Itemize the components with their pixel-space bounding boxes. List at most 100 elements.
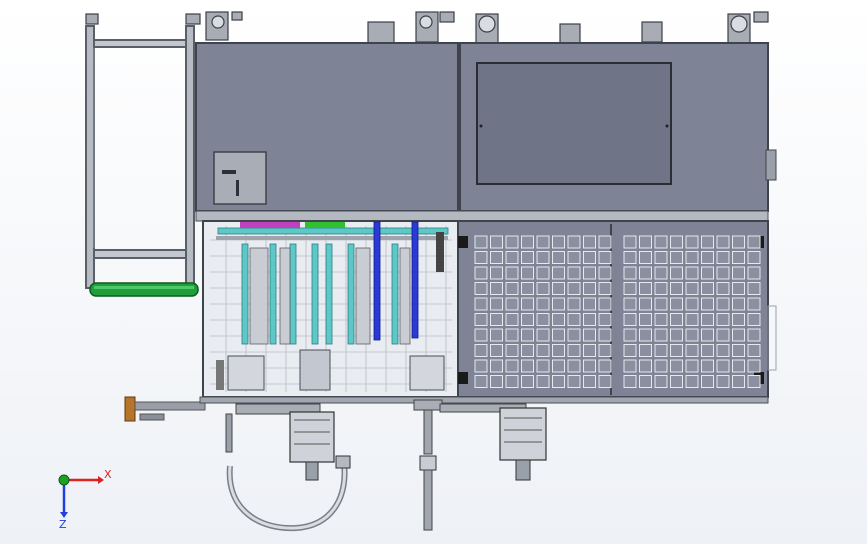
vent-slot: [598, 359, 612, 373]
vent-slot: [567, 344, 581, 357]
vent-slot: [474, 235, 488, 249]
vent-slot: [732, 375, 745, 388]
vent-slot: [670, 328, 683, 342]
vent-slot: [716, 359, 730, 373]
vent-slot: [732, 359, 745, 373]
vent-slot: [505, 297, 519, 311]
vent-slot: [536, 375, 550, 388]
vent-slot: [654, 282, 668, 295]
vent-slot: [701, 282, 714, 295]
vent-slot: [552, 266, 565, 280]
vent-slot: [685, 266, 699, 280]
vent-slot: [598, 235, 612, 249]
vent-slot: [490, 375, 503, 388]
vent-slot: [747, 266, 761, 280]
vent-slot: [623, 359, 637, 373]
vent-slot: [639, 313, 652, 326]
vent-slot: [716, 282, 730, 295]
vent-slot: [505, 375, 519, 388]
vent-slot: [716, 251, 730, 264]
vent-slot: [598, 282, 612, 295]
vent-slot: [474, 282, 488, 295]
vent-slot: [654, 266, 668, 280]
vent-slot: [732, 266, 745, 280]
vent-slot: [490, 266, 503, 280]
vent-slot: [639, 297, 652, 311]
vent-slot: [598, 375, 612, 388]
vent-slot: [552, 359, 565, 373]
vent-slot: [701, 328, 714, 342]
vent-grid-left: [474, 235, 612, 388]
vent-slot: [583, 282, 596, 295]
vent-slot: [716, 375, 730, 388]
vent-slot: [567, 297, 581, 311]
vent-slot: [732, 344, 745, 357]
vent-slot: [701, 251, 714, 264]
vent-slot: [552, 313, 565, 326]
vent-slot: [490, 359, 503, 373]
vent-slot: [521, 282, 534, 295]
vent-slot: [474, 359, 488, 373]
vent-slot: [490, 297, 503, 311]
vent-slot: [639, 282, 652, 295]
vent-slot: [747, 359, 761, 373]
vent-slot: [685, 328, 699, 342]
vent-slot: [685, 235, 699, 249]
vent-slot: [732, 313, 745, 326]
green-roller: [89, 282, 199, 297]
vent-slot: [716, 313, 730, 326]
vent-slot: [639, 344, 652, 357]
hose-fitting: [335, 455, 351, 469]
vent-slot: [654, 313, 668, 326]
vent-slot: [670, 313, 683, 326]
vent-slot: [598, 328, 612, 342]
vent-slot: [583, 266, 596, 280]
vent-slot: [685, 313, 699, 326]
vent-slot: [747, 235, 761, 249]
vent-slot: [552, 328, 565, 342]
vent-slot: [747, 328, 761, 342]
vent-slot: [490, 251, 503, 264]
vent-slot: [521, 235, 534, 249]
vent-slot: [552, 282, 565, 295]
vent-slot: [639, 235, 652, 249]
top-casters: [85, 11, 769, 45]
vent-slot: [701, 344, 714, 357]
vent-slot: [474, 344, 488, 357]
vent-slot: [654, 359, 668, 373]
vent-slot: [747, 251, 761, 264]
vent-slot: [552, 297, 565, 311]
vent-slot: [505, 282, 519, 295]
vent-slot: [490, 313, 503, 326]
vent-slot: [685, 282, 699, 295]
vent-slot: [747, 344, 761, 357]
vent-slot: [521, 297, 534, 311]
teal-tubes: [241, 243, 399, 345]
vent-slot: [670, 297, 683, 311]
vent-slot: [536, 344, 550, 357]
vent-slot: [552, 235, 565, 249]
vent-slot: [474, 375, 488, 388]
vent-slot: [583, 313, 596, 326]
vent-slot: [598, 266, 612, 280]
vent-slot: [701, 235, 714, 249]
vent-slot: [536, 235, 550, 249]
vent-slot: [505, 235, 519, 249]
axis-triad: X Z: [58, 468, 112, 531]
vent-slot: [583, 328, 596, 342]
vent-slot: [623, 375, 637, 388]
green-line: [305, 222, 345, 228]
vent-slot: [639, 251, 652, 264]
orange-bracket: [124, 396, 206, 422]
vent-slot: [552, 375, 565, 388]
junction-box: [213, 151, 267, 205]
vent-slot: [716, 328, 730, 342]
vent-slot: [716, 235, 730, 249]
vent-slot: [567, 375, 581, 388]
vent-slot: [598, 297, 612, 311]
vent-slot: [654, 297, 668, 311]
vent-slot: [521, 313, 534, 326]
vent-slot: [536, 328, 550, 342]
vent-slot: [521, 328, 534, 342]
